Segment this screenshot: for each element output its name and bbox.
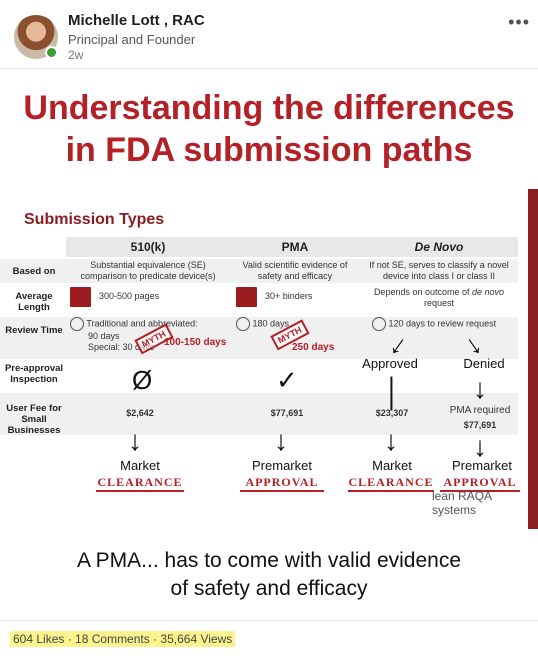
based-on-510k: Substantial equivalence (SE) comparison … — [80, 260, 216, 281]
avg-length-denovo: Depends on outcome of de novo request — [362, 287, 516, 309]
fee-denovo-denied-line1: PMA required — [449, 405, 511, 416]
arrow-down-icon: ↓ — [274, 425, 288, 456]
likes-count[interactable]: 604 Likes — [13, 632, 65, 646]
submission-types-heading: Submission Types — [24, 211, 165, 228]
fee-denovo-denied-line2: $77,691 — [463, 420, 497, 430]
based-on-pma: Valid scientific evidence of safety and … — [242, 260, 348, 281]
views-count[interactable]: 35,664 Views — [160, 632, 233, 646]
outcome-510k-label: Market — [120, 458, 160, 473]
caption-line1: A PMA... has to come with valid evidence — [76, 549, 462, 572]
approval-stamp: APPROVAL — [440, 475, 520, 492]
row-label-pre-approval: Pre-approval Inspection — [4, 363, 64, 385]
avg-length-denovo-em: de novo — [472, 287, 505, 297]
author-title: Principal and Founder — [68, 32, 196, 47]
post-header: Michelle Lott , RAC Principal and Founde… — [0, 0, 538, 68]
binder-icon — [236, 287, 247, 307]
side-accent-bar — [528, 189, 538, 529]
comments-count[interactable]: 18 Comments — [75, 632, 150, 646]
row-label-based-on: Based on — [12, 266, 56, 277]
column-denovo: De Novo — [360, 237, 518, 257]
divider — [0, 620, 538, 621]
clock-icon — [70, 317, 84, 331]
row-label-user-fee: User Fee for Small Businesses — [6, 403, 62, 436]
binder-icon — [245, 287, 257, 307]
clock-icon — [236, 317, 250, 331]
row-band-review — [0, 317, 518, 359]
post-time: 2w — [68, 48, 84, 62]
review-denovo: 120 days to review request — [372, 317, 496, 331]
clearance-stamp: CLEARANCE — [96, 475, 184, 492]
approval-stamp: APPROVAL — [240, 475, 324, 492]
stats-separator: · — [149, 632, 161, 646]
binder-icon — [70, 287, 81, 307]
arrow-down-icon: ↓ — [473, 373, 487, 404]
engagement-stats: 604 Likes · 18 Comments · 35,664 Views — [10, 631, 236, 647]
avg-length-pma-text: 30+ binders — [265, 291, 313, 302]
outcome-denovo-approved-label: Market — [372, 458, 412, 473]
fee-510k: $2,642 — [126, 408, 154, 418]
avg-length-510k: 300-500 pages — [70, 287, 220, 307]
outcome-denovo-denied-label: Premarket — [452, 458, 512, 473]
row-band-based-on — [0, 259, 518, 283]
denovo-denied: Denied — [463, 356, 505, 371]
avg-length-denovo-pre: Depends on outcome of — [373, 287, 473, 297]
stats-separator: · — [64, 632, 76, 646]
row-label-avg-length: Average Length — [15, 291, 53, 313]
slide-title-line1: Understanding the differences — [23, 89, 515, 127]
review-510k: Traditional and abbreviated: 90 days Spe… — [70, 317, 228, 353]
avg-length-pma: 30+ binders — [236, 287, 356, 307]
arrow-down-icon: ↓ — [384, 425, 398, 456]
arrow-down-icon: ↓ — [473, 431, 487, 462]
clock-icon — [372, 317, 386, 331]
avg-length-denovo-post: request — [423, 298, 455, 308]
post-caption: A PMA... has to come with valid evidence… — [0, 547, 538, 603]
post-image[interactable]: Understanding the differences in FDA sub… — [0, 68, 538, 538]
review-510k-line3: Special: 30 days — [88, 342, 155, 352]
review-pma: 180 days — [236, 317, 289, 331]
based-on-denovo: If not SE, serves to classify a novel de… — [369, 260, 509, 281]
checkmark-icon: ✓ — [276, 365, 298, 395]
no-inspection-icon: Ø — [132, 365, 153, 395]
caption-line2: of safety and efficacy — [170, 577, 368, 600]
review-denovo-text: 120 days to review request — [388, 318, 497, 329]
review-510k-line1: Traditional and abbreviated: — [86, 318, 198, 329]
avg-length-510k-text: 300-500 pages — [99, 291, 160, 302]
more-horizontal-icon[interactable]: ••• — [508, 12, 530, 32]
lean-raqa-logo: lean RAQA systems — [432, 489, 492, 517]
fee-pma: $77,691 — [270, 408, 304, 418]
online-status-icon — [45, 46, 58, 59]
review-pma-real: 250 days — [292, 342, 335, 353]
binder-icon — [79, 287, 91, 307]
row-band-fee — [0, 393, 518, 435]
fee-denovo-approved: $23,307 — [375, 408, 409, 418]
column-pma: PMA — [230, 237, 360, 257]
review-pma-line1: 180 days — [252, 318, 290, 329]
arrow-down-icon: ↓ — [128, 425, 142, 456]
review-510k-line2: 90 days — [88, 331, 120, 341]
outcome-pma-label: Premarket — [252, 458, 312, 473]
denovo-approved: Approved — [362, 356, 418, 371]
row-label-review-time: Review Time — [5, 325, 63, 336]
clearance-stamp: CLEARANCE — [348, 475, 434, 492]
slide-title-line2: in FDA submission paths — [65, 131, 473, 169]
review-510k-real: 100-150 days — [164, 337, 227, 348]
arrow-down-icon: │ — [384, 377, 402, 408]
column-510k: 510(k) — [66, 237, 230, 257]
author-name[interactable]: Michelle Lott , RAC — [68, 12, 205, 29]
slide-title: Understanding the differences in FDA sub… — [0, 87, 538, 171]
